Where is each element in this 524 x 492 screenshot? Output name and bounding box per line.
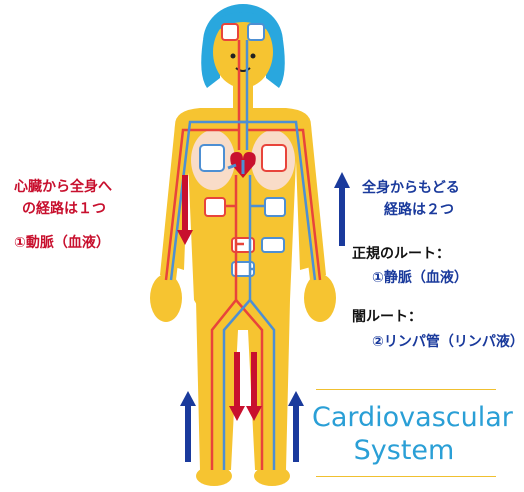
organ-capillaries bbox=[204, 197, 286, 277]
artery-heading-line-2: の経路は１つ bbox=[22, 201, 106, 217]
artery-route-label: ①動脈（血液） bbox=[14, 235, 110, 251]
face bbox=[213, 12, 273, 72]
arteries bbox=[164, 40, 322, 470]
leg-vein-arrows bbox=[180, 391, 304, 462]
return-heading-line-2: 経路は２つ bbox=[384, 202, 454, 218]
heart-icon bbox=[227, 152, 256, 178]
title-line-2: System bbox=[353, 435, 455, 466]
return-heading-line-1: 全身からもどる bbox=[362, 180, 460, 196]
hidden-route-heading: 闇ルート： bbox=[352, 309, 422, 325]
brain-capillaries bbox=[221, 23, 265, 41]
title-line-1: Cardiovascular bbox=[312, 402, 513, 433]
artery-direction-arrow bbox=[177, 175, 193, 245]
vein-direction-arrow bbox=[334, 172, 350, 246]
regular-route-heading: 正規のルート： bbox=[352, 246, 450, 262]
title-bottom-rule bbox=[316, 476, 496, 477]
vein-route-label: ①静脈（血液） bbox=[372, 270, 468, 286]
title-top-rule bbox=[316, 389, 496, 390]
lymph-route-label: ②リンパ管（リンパ液） bbox=[372, 334, 524, 350]
lungs bbox=[191, 130, 295, 190]
artery-heading-line-1: 心臓から全身へ bbox=[14, 179, 112, 195]
leg-artery-arrows bbox=[229, 352, 262, 421]
veins bbox=[169, 40, 317, 470]
